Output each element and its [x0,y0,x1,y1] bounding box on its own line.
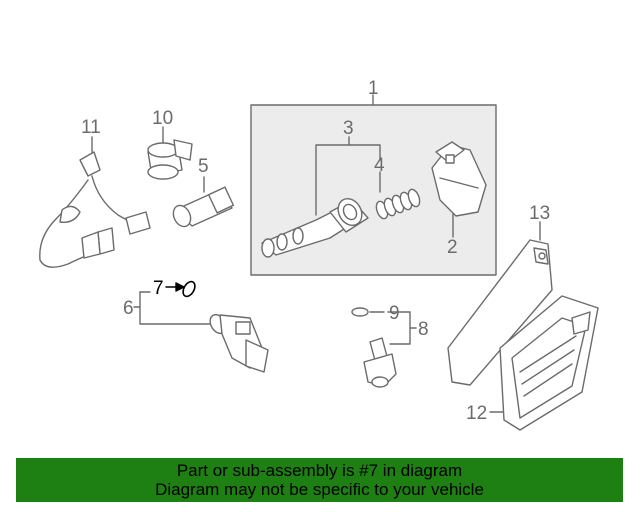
callout-10: 10 [152,108,173,129]
wiring-harness-part [40,137,150,267]
callout-11: 11 [81,117,101,138]
o-ring-part-7 [181,280,198,299]
callout-6: 6 [123,298,134,319]
callout-5: 5 [198,156,209,177]
banner-line-2: Diagram may not be specific to your vehi… [16,480,623,499]
o-ring-part-9 [352,308,368,316]
crank-sensor-part [364,338,396,387]
sensor-5-part [170,187,233,229]
callout-7: 7 [153,278,164,299]
cam-sensor-part [207,312,268,372]
callout-8: 8 [418,319,429,340]
callout-4: 4 [374,155,385,176]
info-banner: Part or sub-assembly is #7 in diagram Di… [16,458,623,502]
knock-sensor-part [148,140,192,179]
callout-13: 13 [529,203,550,224]
callout-9: 9 [389,303,400,324]
callout-2: 2 [447,237,458,258]
callout-1: 1 [368,78,379,99]
banner-line-1: Part or sub-assembly is #7 in diagram [16,461,623,480]
callout-12: 12 [466,403,487,424]
callout-3: 3 [343,118,354,139]
